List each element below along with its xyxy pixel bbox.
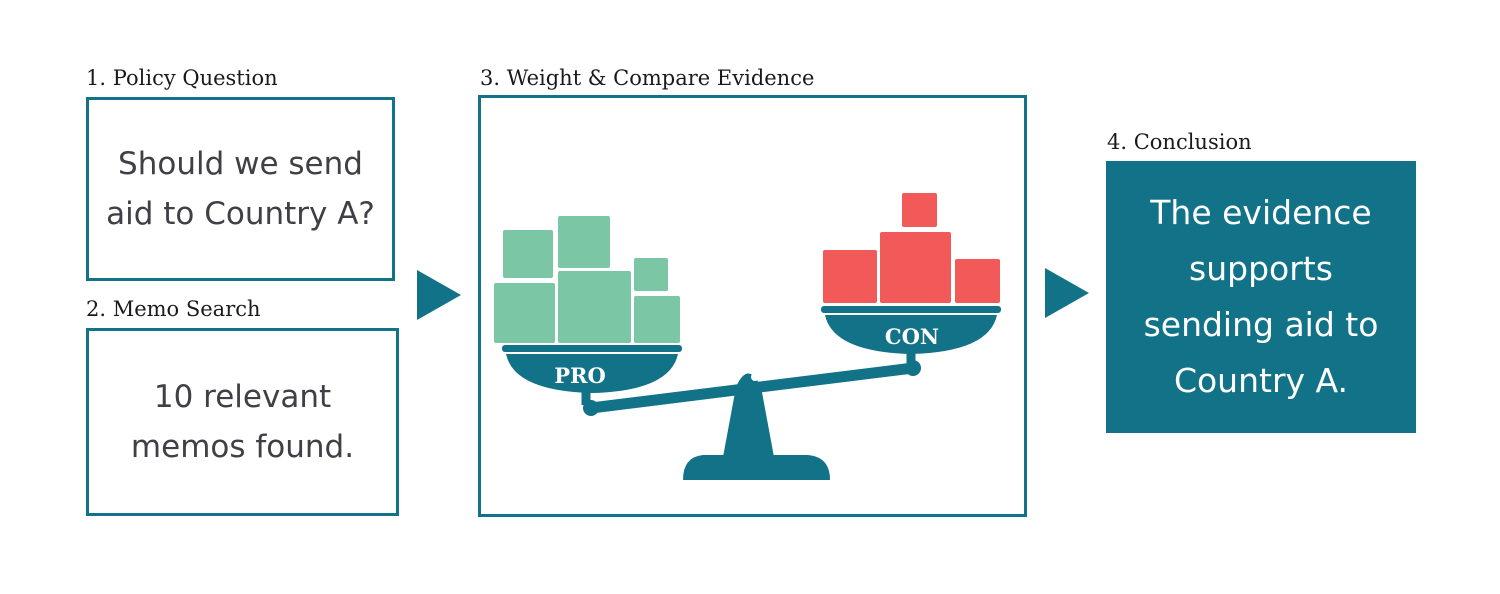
con-pan [825,315,997,354]
con-label: CON [885,324,939,349]
triangle-right-icon [417,270,461,320]
memo-search-text: 10 relevant memos found. [131,372,354,472]
scale-beam [585,362,919,414]
conclusion-line-4: Country A. [1173,361,1349,400]
conclusion-text: The evidence supports sending aid to Cou… [1144,185,1379,409]
memo-search-line-2: memos found. [130,429,355,465]
conclusion-heading: 4. Conclusion [1107,130,1252,154]
con-evidence-blocks [823,193,1000,303]
pro-evidence-blocks [494,216,680,343]
con-pan-rim [821,306,1001,313]
memo-search-heading: 2. Memo Search [86,297,261,321]
pro-pan [506,354,678,393]
memo-search-box: 10 relevant memos found. [86,328,399,516]
balance-scale-icon: PRO CON [494,193,1001,480]
scale-base [683,455,830,480]
policy-question-text: Should we send aid to Country A? [106,139,375,239]
conclusion-line-1: The evidence [1150,193,1372,232]
conclusion-line-3: sending aid to [1143,305,1379,344]
conclusion-line-2: supports [1189,249,1333,288]
policy-question-box: Should we send aid to Country A? [86,97,395,281]
conclusion-box: The evidence supports sending aid to Cou… [1106,161,1416,433]
con-beam-end [905,360,921,376]
pro-pan-rim [502,345,682,352]
scale-pivot [751,373,759,381]
weigh-evidence-heading: 3. Weight & Compare Evidence [480,66,815,90]
policy-question-line-1: Should we send [118,146,363,182]
policy-question-line-2: aid to Country A? [106,196,375,232]
memo-search-line-1: 10 relevant [153,379,332,415]
triangle-right-icon [1045,268,1089,318]
policy-question-heading: 1. Policy Question [86,66,278,90]
pro-beam-end [583,400,599,416]
pro-label: PRO [554,363,606,388]
